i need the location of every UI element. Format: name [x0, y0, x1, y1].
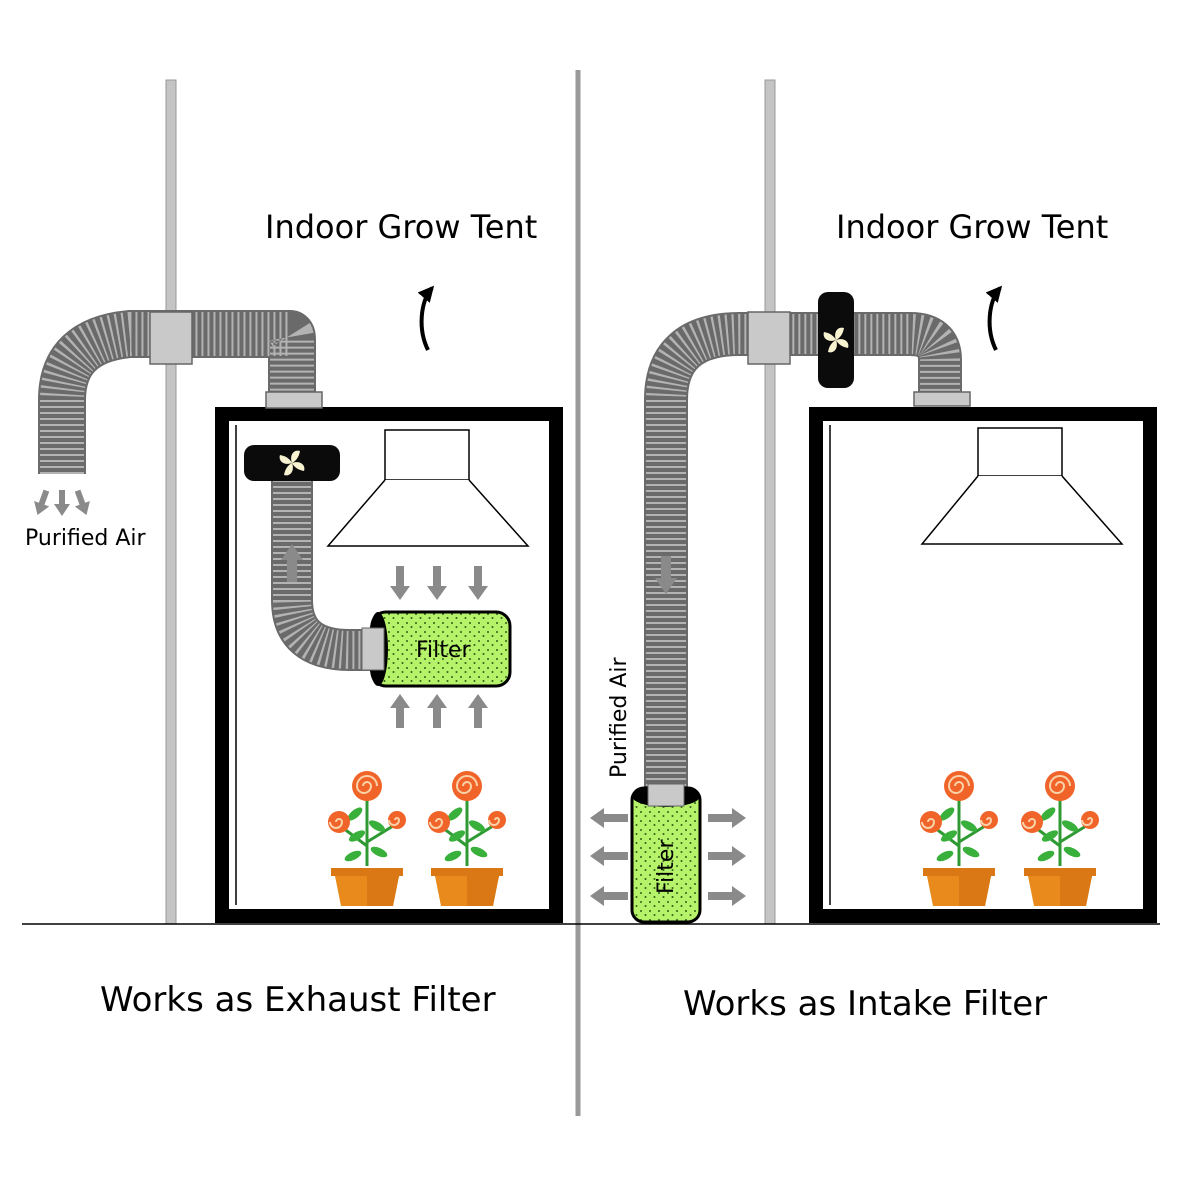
airflow-arrow-icon [281, 544, 303, 582]
left-caption: Works as Exhaust Filter [100, 980, 496, 1020]
left-interior-duct [271, 480, 380, 671]
flower-icon [326, 769, 408, 908]
right-tent-title: Indoor Grow Tent [836, 208, 1109, 246]
fan-icon [244, 445, 340, 481]
left-purified-air-label: Purified Air [25, 526, 146, 551]
right-caption: Works as Intake Filter [683, 984, 1048, 1024]
purified-air-arrows-left [34, 489, 90, 516]
right-intake-duct [644, 311, 971, 792]
left-tent-title: Indoor Grow Tent [265, 208, 538, 246]
wall-right [764, 79, 776, 925]
right-tent [809, 407, 1157, 923]
flower-icon [918, 769, 1000, 908]
flower-icon [1019, 769, 1101, 908]
left-carbon-filter [361, 610, 512, 688]
flower-icon [426, 769, 508, 908]
airflow-arrow-icon [655, 556, 677, 594]
curved-arrow-icon [417, 285, 435, 351]
right-grow-light [920, 427, 1124, 545]
left-filter-label: Filter [416, 638, 471, 663]
right-filter-label: Filter [654, 839, 679, 894]
curved-arrow-icon [985, 285, 1003, 351]
wall-left [165, 79, 177, 925]
left-grow-light [326, 429, 530, 547]
right-carbon-filter [630, 783, 702, 924]
fan-icon [818, 292, 854, 388]
left-exhaust-duct [38, 310, 323, 474]
right-purified-air-label: Purified Air [607, 657, 632, 778]
left-tent [215, 407, 563, 923]
